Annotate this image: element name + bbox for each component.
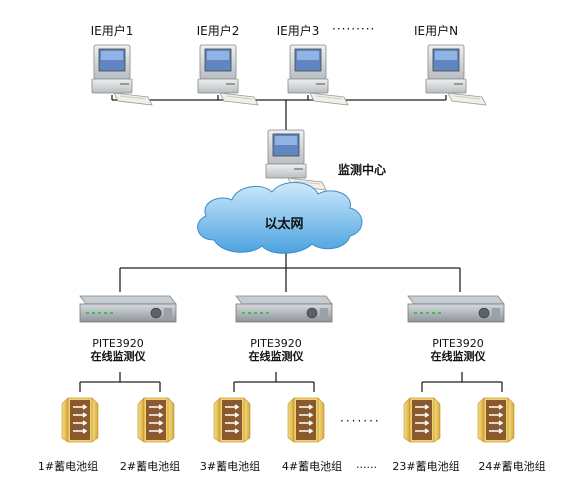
battery-middle-ellipsis: ······· (340, 414, 381, 428)
battery-group-23-icon (403, 397, 441, 443)
monitor-device-2-icon (235, 295, 333, 323)
pc-user-n-icon (425, 44, 487, 106)
user-label-3: IE用户3 (276, 24, 320, 38)
monitor-2-model: PITE3920 (250, 337, 302, 350)
battery-label-1: 1#蓄电池组 (37, 460, 99, 473)
monitor-device-3-icon (407, 295, 505, 323)
monitor-1-model: PITE3920 (92, 337, 144, 350)
battery-group-1-icon (61, 397, 99, 443)
battery-group-2-icon (137, 397, 175, 443)
battery-label-2: 2#蓄电池组 (119, 460, 181, 473)
user-label-1: IE用户1 (90, 24, 134, 38)
battery-label-4: 4#蓄电池组 (281, 460, 343, 473)
monitoring-center-pc-icon (265, 129, 327, 191)
battery-label-23: 23#蓄电池组 (392, 460, 460, 473)
battery-label-3: 3#蓄电池组 (199, 460, 261, 473)
ethernet-label: 以太网 (264, 217, 304, 232)
monitor-device-1-icon (79, 295, 177, 323)
users-ellipsis: ········· (332, 22, 376, 36)
pc-user-2-icon (197, 44, 259, 106)
connection-lines (79, 95, 503, 392)
pc-user-3-icon (287, 44, 349, 106)
monitor-3-model: PITE3920 (432, 337, 484, 350)
battery-label-ellipsis: ...... (356, 458, 377, 471)
monitoring-center-label: 监测中心 (338, 163, 387, 177)
battery-group-24-icon (477, 397, 515, 443)
battery-group-4-icon (287, 397, 325, 443)
battery-group-3-icon (213, 397, 251, 443)
monitor-3-name: 在线监测仪 (430, 350, 486, 363)
user-label-2: IE用户2 (196, 24, 240, 38)
monitor-1-name: 在线监测仪 (90, 350, 146, 363)
pc-user-1-icon (91, 44, 153, 106)
user-label-n: IE用户N (413, 24, 459, 38)
monitor-2-name: 在线监测仪 (248, 350, 304, 363)
ethernet-cloud-icon (197, 182, 363, 254)
battery-label-24: 24#蓄电池组 (478, 460, 546, 473)
